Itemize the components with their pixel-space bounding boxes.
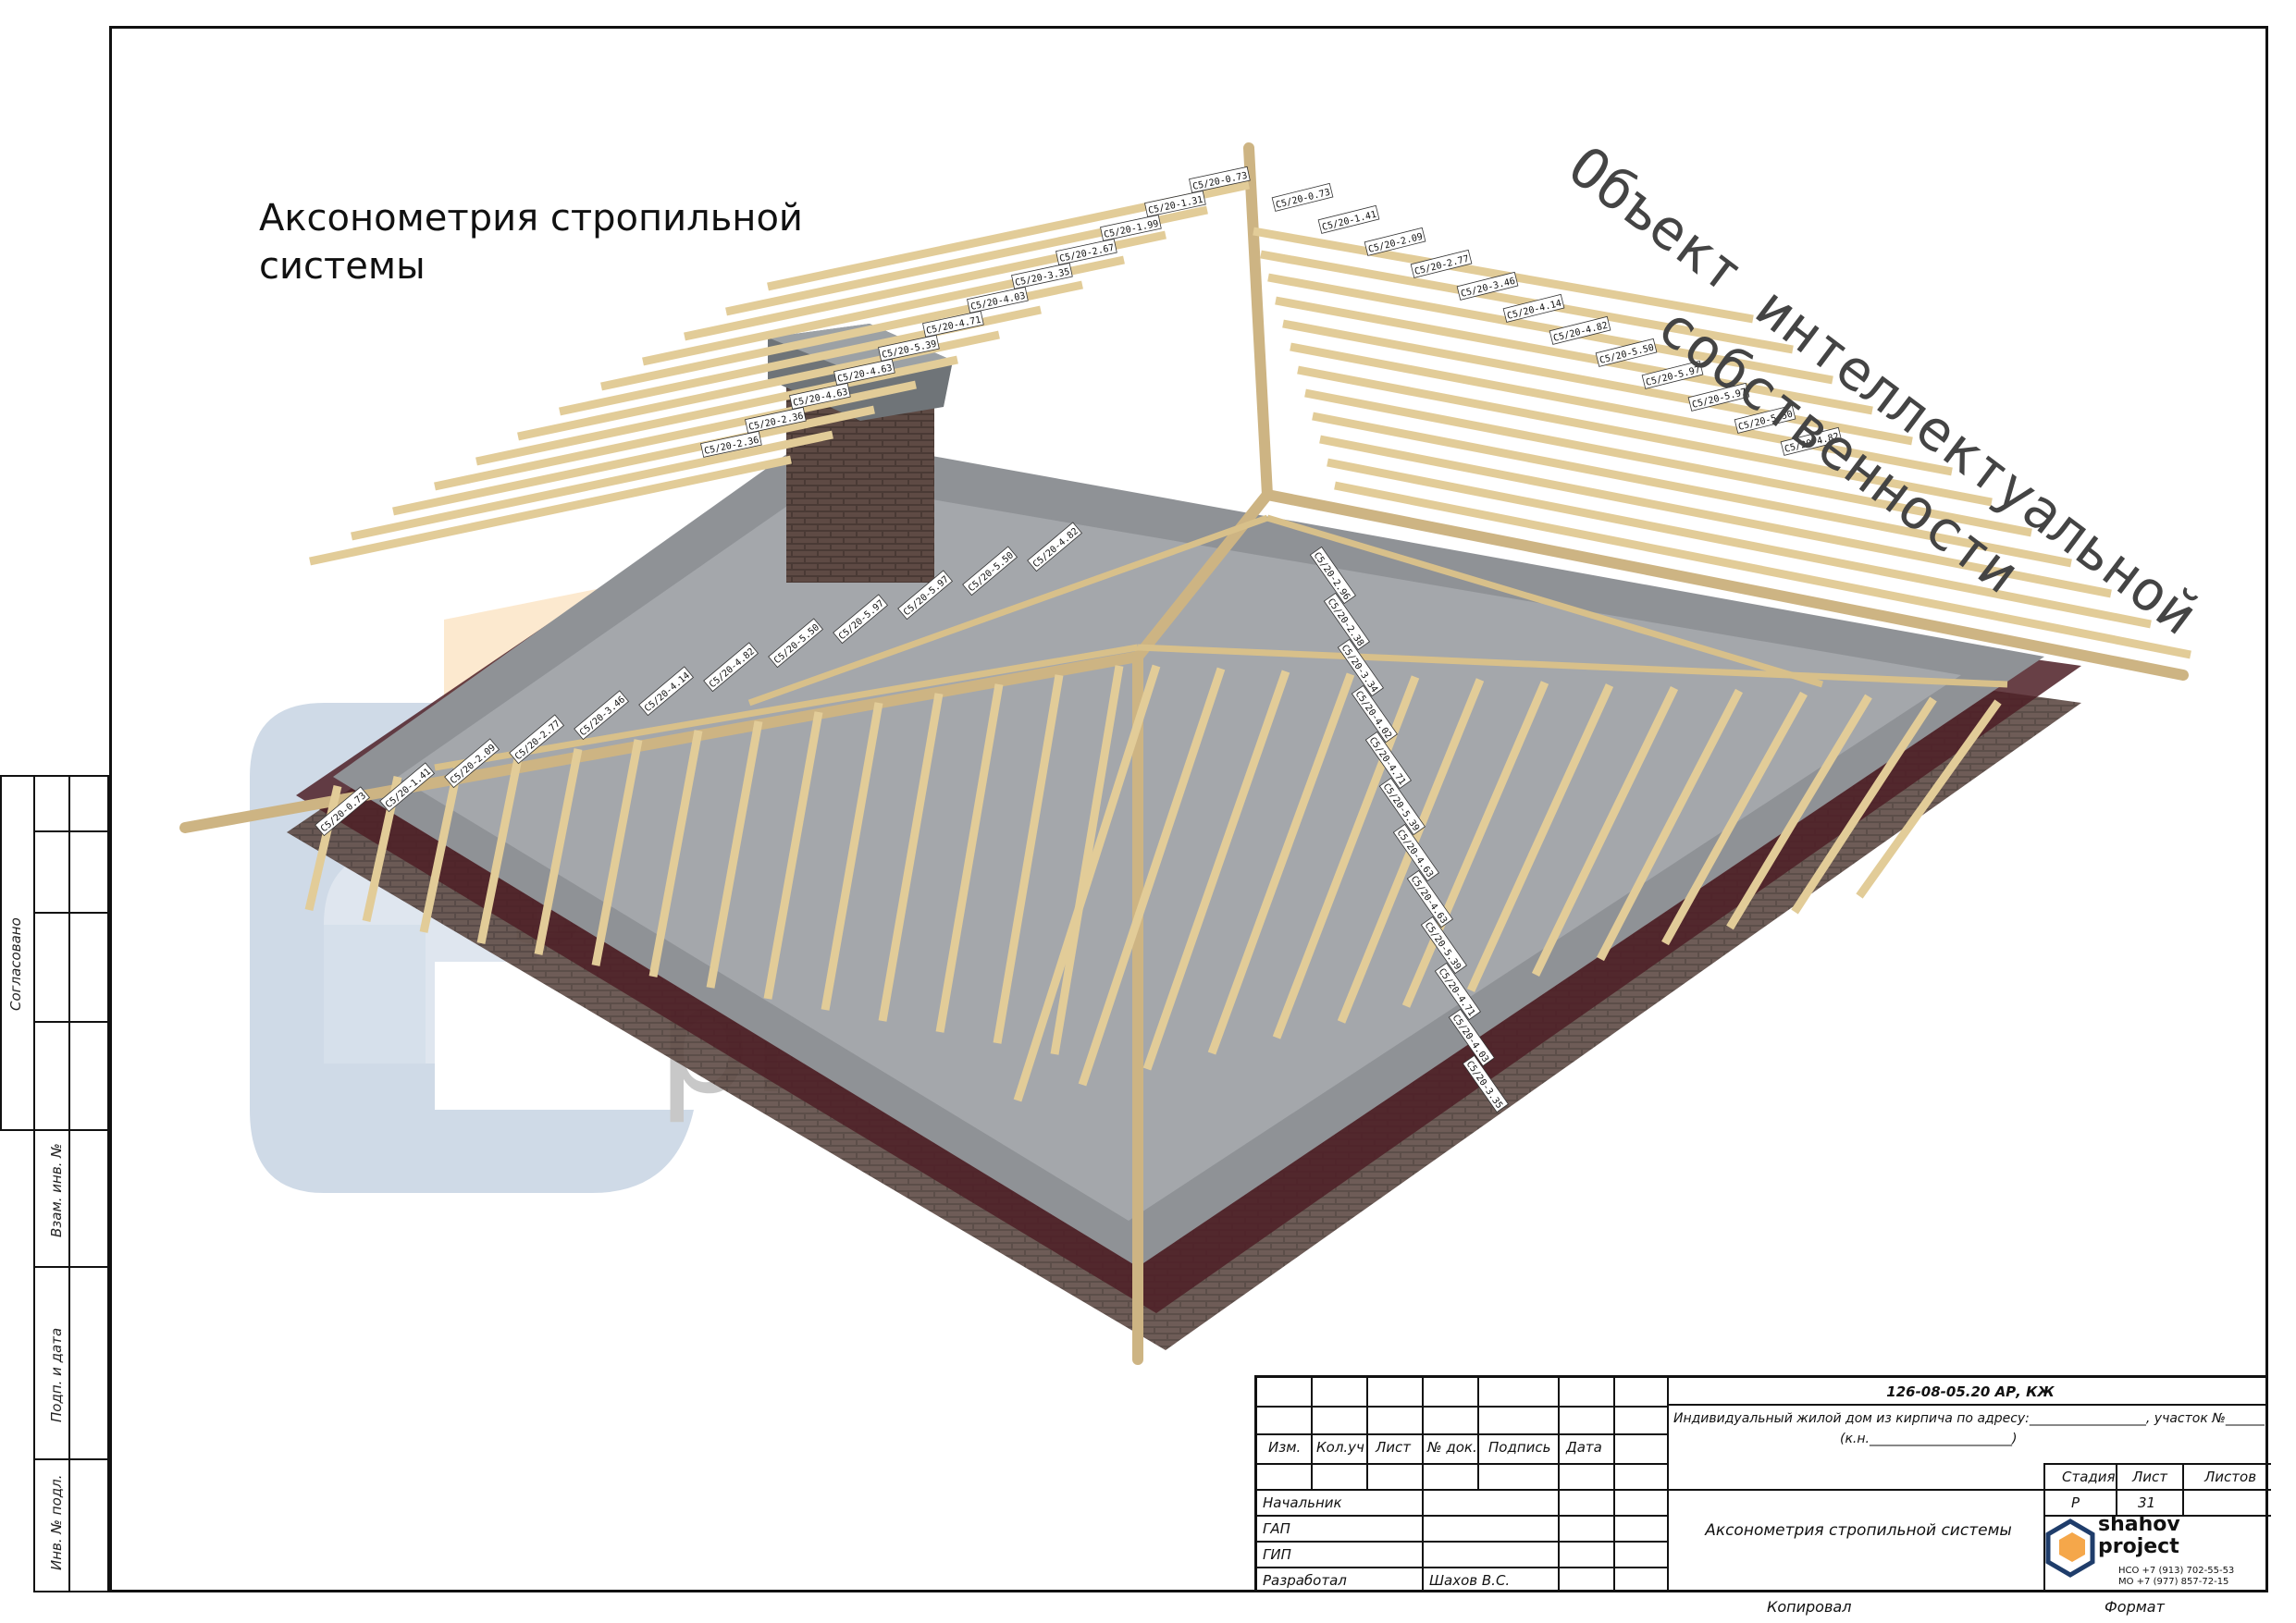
rafter-beam [1297, 365, 1993, 507]
stadia-value: Р [2071, 1494, 2080, 1511]
rafter-beam [1319, 435, 2112, 598]
footer-copied: Копировал [1767, 1598, 1852, 1616]
side-replaced-inv-label: Взам. инв. № [48, 1143, 65, 1237]
cube-logo-icon [2045, 1518, 2095, 1578]
role-nachalnik: Начальник [1263, 1494, 1342, 1511]
rafter-beam [1312, 412, 2072, 568]
logo-name: shahov project [2098, 1513, 2180, 1558]
title-block: 126-08-05.20 АР, КЖ Индивидуальный жилой… [1254, 1375, 2271, 1592]
side-inv-orig-label: Инв. № подл. [48, 1474, 65, 1570]
col-list: Лист [1376, 1439, 1412, 1456]
stadia-label: Стадия [2062, 1469, 2116, 1485]
rafter-beam [1282, 319, 1913, 446]
listov-label: Листов [2204, 1469, 2257, 1485]
drawing-title-line1: Аксонометрия стропильной [259, 197, 803, 240]
rafter-beam [476, 757, 523, 944]
rafter-label-right: С5/20-0.73 [1271, 182, 1334, 212]
rafter-beam [1466, 683, 1614, 992]
rafter-beam [1334, 481, 2191, 659]
rafter-beam [993, 674, 1064, 1044]
rafter-beam [1013, 664, 1161, 1102]
rafter-beam [351, 430, 833, 541]
col-izm: Изм. [1268, 1439, 1302, 1456]
rafter-beam [935, 683, 1004, 1033]
rafter-beam [747, 514, 1269, 707]
rafter-beam [706, 720, 763, 989]
side-agreed-label: Согласовано [7, 917, 24, 1011]
side-sign-date-label: Подп. и дата [48, 1327, 65, 1422]
list-value: 31 [2138, 1494, 2156, 1511]
rafter-label-right: С5/20-1.41 [1317, 204, 1380, 234]
sheet-title: Аксонометрия стропильной системы [1705, 1521, 2012, 1540]
rafter-beam [1260, 250, 1794, 354]
rafter-beam [1856, 699, 2002, 899]
rafter-axonometry-drawing: shahov project С5/20-0.73С5/20-1.31С5/20… [179, 142, 2191, 1365]
col-data: Дата [1566, 1439, 1602, 1456]
rafter-label-right: С5/20-2.09 [1364, 227, 1426, 256]
rafters [179, 142, 2189, 1365]
role-razrabotal: Разработал [1263, 1572, 1347, 1589]
rafter-beam [591, 739, 643, 966]
doc-code: 126-08-05.20 АР, КЖ [1886, 1383, 2055, 1400]
rafter-beam [1078, 667, 1226, 1087]
rafter-beam [1531, 686, 1679, 977]
rafter-beam [1142, 670, 1290, 1071]
drawing-title: Аксонометрия стропильной системы [259, 194, 803, 290]
rafter-beam [763, 711, 823, 1000]
rafter-beam [304, 784, 342, 912]
rafter-beam [1050, 665, 1124, 1055]
rafter-beam [419, 767, 463, 933]
rafter-beam [1275, 296, 1873, 415]
list-label: Лист [2132, 1469, 2168, 1485]
rafter-beam [648, 730, 703, 977]
rafter-beam [1401, 681, 1549, 1008]
rafter-beam [878, 693, 944, 1022]
logo-phone2: МО +7 (977) 857-72-15 [2118, 1577, 2229, 1587]
rafter-beam [1290, 342, 1953, 476]
col-ndok: № док. [1427, 1439, 1477, 1456]
side-stamp: Согласовано Взам. инв. № Подп. и дата Ин… [0, 775, 109, 1592]
rafter-beam [1304, 388, 2032, 537]
rafter-beam [392, 405, 875, 516]
developer-name: Шахов В.С. [1429, 1572, 1511, 1589]
object-line1: Индивидуальный жилой дом из кирпича по а… [1673, 1411, 2265, 1426]
company-logo: shahov project НСО +7 (913) 702-55-53 МО… [2044, 1512, 2257, 1591]
col-podpis: Подпись [1488, 1439, 1551, 1456]
rafter-beam [1661, 691, 1808, 946]
rafter-beam [821, 702, 883, 1011]
col-koluch: Кол.уч [1316, 1439, 1364, 1456]
rafter-beam [1726, 694, 1872, 930]
rafter-beam [1791, 696, 1937, 915]
rafter-beam [1327, 458, 2152, 629]
drawing-title-line2: системы [259, 245, 426, 288]
rafter-label-right: С5/20-2.77 [1410, 249, 1473, 278]
rafter-beam [309, 455, 792, 566]
drawing-frame [109, 26, 2268, 1592]
rafter-beam [434, 644, 1139, 771]
rafter-beam [1265, 514, 1824, 688]
rafter-beam [1137, 644, 2008, 688]
logo-phone1: НСО +7 (913) 702-55-53 [2118, 1566, 2235, 1576]
rafter-beam [1207, 672, 1355, 1055]
rafter-beam [1267, 273, 1833, 385]
role-gap: ГАП [1263, 1520, 1290, 1537]
rafter-beam [1597, 688, 1743, 962]
rafter-beam [534, 748, 583, 955]
rafter-beam [434, 380, 917, 491]
footer-format: Формат [2105, 1598, 2165, 1616]
role-gip: ГИП [1263, 1546, 1291, 1563]
object-line2: (к.н.______________________) [1840, 1432, 2018, 1446]
